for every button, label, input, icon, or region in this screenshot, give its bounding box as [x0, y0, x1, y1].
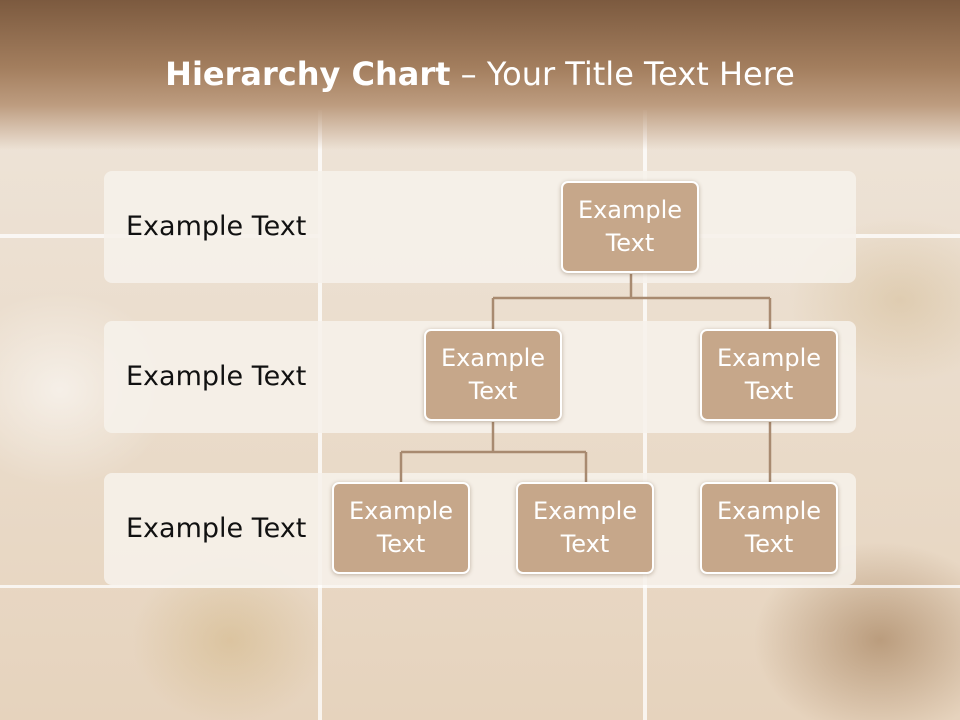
level-band-1 [104, 171, 856, 283]
node-text-line2: Text [744, 530, 794, 558]
title-bold-part: Hierarchy Chart [165, 55, 451, 93]
node-text-line1: Example [577, 196, 683, 224]
node-text-line1: Example [440, 344, 546, 372]
collage-divider [0, 585, 960, 588]
node-root[interactable]: Example Text [561, 181, 699, 273]
node-level2-left[interactable]: Example Text [424, 329, 562, 421]
node-text-line2: Text [376, 530, 426, 558]
node-level3-a[interactable]: Example Text [332, 482, 470, 574]
level-label-1: Example Text [126, 211, 307, 242]
node-level3-b[interactable]: Example Text [516, 482, 654, 574]
node-level3-c[interactable]: Example Text [700, 482, 838, 574]
slide-title: Hierarchy Chart – Your Title Text Here [0, 52, 960, 96]
level-label-2: Example Text [126, 361, 307, 392]
node-text-line2: Text [560, 530, 610, 558]
node-text-line2: Text [605, 229, 655, 257]
node-text-line1: Example [532, 497, 638, 525]
node-text-line1: Example [716, 497, 822, 525]
node-text-line2: Text [744, 377, 794, 405]
node-level2-right[interactable]: Example Text [700, 329, 838, 421]
node-text-line1: Example [348, 497, 454, 525]
node-text-line2: Text [468, 377, 518, 405]
title-bar [0, 0, 960, 150]
title-rest-part: – Your Title Text Here [450, 55, 795, 93]
node-text-line1: Example [716, 344, 822, 372]
level-label-3: Example Text [126, 513, 307, 544]
